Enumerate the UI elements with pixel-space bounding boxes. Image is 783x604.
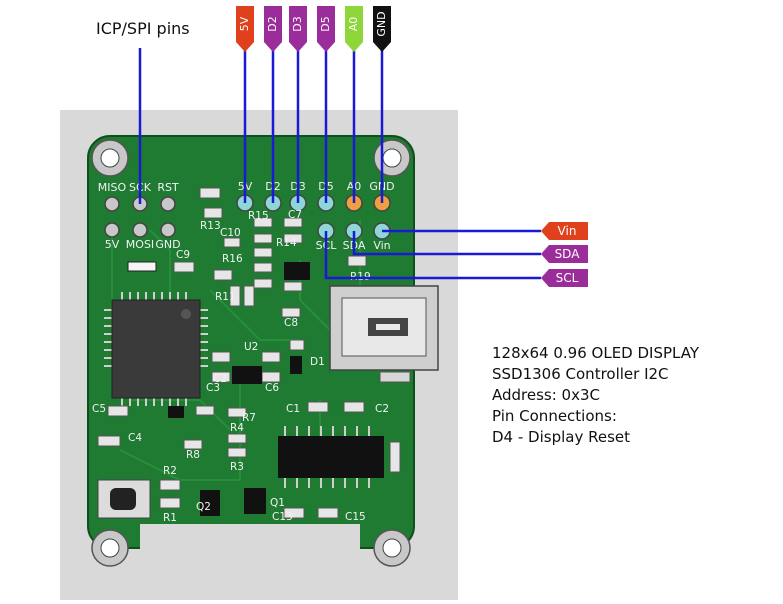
silk-component-label: C8 xyxy=(284,317,298,329)
silk-component-label: C2 xyxy=(375,403,389,415)
pin-tag-shape xyxy=(345,6,363,52)
scl-wire xyxy=(324,231,541,280)
header-pin-label: D2 xyxy=(266,16,279,31)
silk-component-label: C15 xyxy=(345,511,366,523)
header-pin-tag: A0 xyxy=(345,6,363,52)
side-pin-tag: SDA xyxy=(541,245,588,263)
pin-tag-shape xyxy=(264,6,282,52)
display-notes: 128x64 0.96 OLED DISPLAY SSD1306 Controll… xyxy=(492,344,700,446)
pin-tag-shape xyxy=(317,6,335,52)
header-pin-tags: 5V D2 D3 D5 A0 GND xyxy=(236,6,391,52)
header-pin-label: 5V xyxy=(238,16,251,31)
silk-component-label: Q1 xyxy=(270,497,285,509)
silk-icp-bottom-label: GND xyxy=(155,238,180,251)
soic-chip xyxy=(278,426,384,488)
silk-component-label: C5 xyxy=(92,403,106,415)
side-pin-label: SCL xyxy=(556,271,579,285)
pcb-notch xyxy=(140,524,360,554)
silk-component-label: C4 xyxy=(128,432,142,444)
note-line: SSD1306 Controller I2C xyxy=(492,365,669,383)
header-pin-label: GND xyxy=(375,11,388,36)
silk-icp-top-label: RST xyxy=(157,181,179,194)
header-pin-label: D3 xyxy=(291,16,304,31)
side-pin-label: SDA xyxy=(555,247,581,261)
silk-icp-bottom-label: MOSI xyxy=(126,238,154,251)
transistors xyxy=(168,262,310,516)
header-pin-tag: D2 xyxy=(264,6,282,52)
silk-component-label: R14 xyxy=(276,237,297,249)
pin-tag-shape xyxy=(541,269,588,287)
side-pin-tag: Vin xyxy=(541,222,588,240)
silk-component-label: D1 xyxy=(310,356,325,368)
silk-component-label: C2 xyxy=(213,373,227,385)
silk-component-label: R3 xyxy=(230,461,244,473)
header-pin-label: D5 xyxy=(319,16,332,31)
silk-component-label: R15 xyxy=(248,210,269,222)
side-pin-label: Vin xyxy=(558,224,577,238)
silk-component-label: R7 xyxy=(242,412,256,424)
silk-component-label: U2 xyxy=(244,341,258,353)
silk-component-label: C6 xyxy=(265,382,279,394)
microcontroller-chip xyxy=(104,292,208,406)
silk-component-label: C3 xyxy=(206,382,220,394)
silk-component-label: C1 xyxy=(286,403,300,415)
header-pin-tag: D5 xyxy=(317,6,335,52)
header-pin-label: A0 xyxy=(347,17,360,32)
note-line: Pin Connections: xyxy=(492,407,617,425)
header-pin-tag: 5V xyxy=(236,6,254,52)
silk-component-label: R1 xyxy=(163,512,177,524)
push-button xyxy=(97,479,151,519)
silk-component-label: R4 xyxy=(230,422,244,434)
pin-tag-shape xyxy=(373,6,391,52)
silk-component-label: C9 xyxy=(176,249,190,261)
header-pin-tag: D3 xyxy=(289,6,307,52)
silk-icp-top-label: MISO xyxy=(98,181,127,194)
usb-connector xyxy=(329,285,439,383)
wires xyxy=(138,48,541,280)
smd-components xyxy=(97,187,401,519)
pin-tag-shape xyxy=(541,245,588,263)
note-line: D4 - Display Reset xyxy=(492,428,630,446)
silk-component-label: R11 xyxy=(215,291,236,303)
note-line: 128x64 0.96 OLED DISPLAY xyxy=(492,344,700,362)
pin-tag-shape xyxy=(236,6,254,52)
silk-component-label: R13 xyxy=(200,220,221,232)
silk-component-label: R16 xyxy=(222,253,243,265)
sda-wire xyxy=(352,231,541,256)
silk-icp-bottom-label: 5V xyxy=(105,238,120,251)
silk-component-label: C13 xyxy=(272,511,293,523)
pin-tag-shape xyxy=(289,6,307,52)
silk-component-label: C7 xyxy=(288,209,302,221)
silk-component-label: C10 xyxy=(220,227,241,239)
silk-component-label: R8 xyxy=(186,449,200,461)
silk-component-label: R2 xyxy=(163,465,177,477)
icp-spi-label: ICP/SPI pins xyxy=(96,19,190,38)
pin-tag-shape xyxy=(541,222,588,240)
note-line: Address: 0x3C xyxy=(492,386,600,404)
header-pin-tag: GND xyxy=(373,6,391,52)
side-pin-tag: SCL xyxy=(541,269,588,287)
silk-component-label: Q2 xyxy=(196,501,211,513)
silk-i2c-label: Vin xyxy=(373,239,390,252)
